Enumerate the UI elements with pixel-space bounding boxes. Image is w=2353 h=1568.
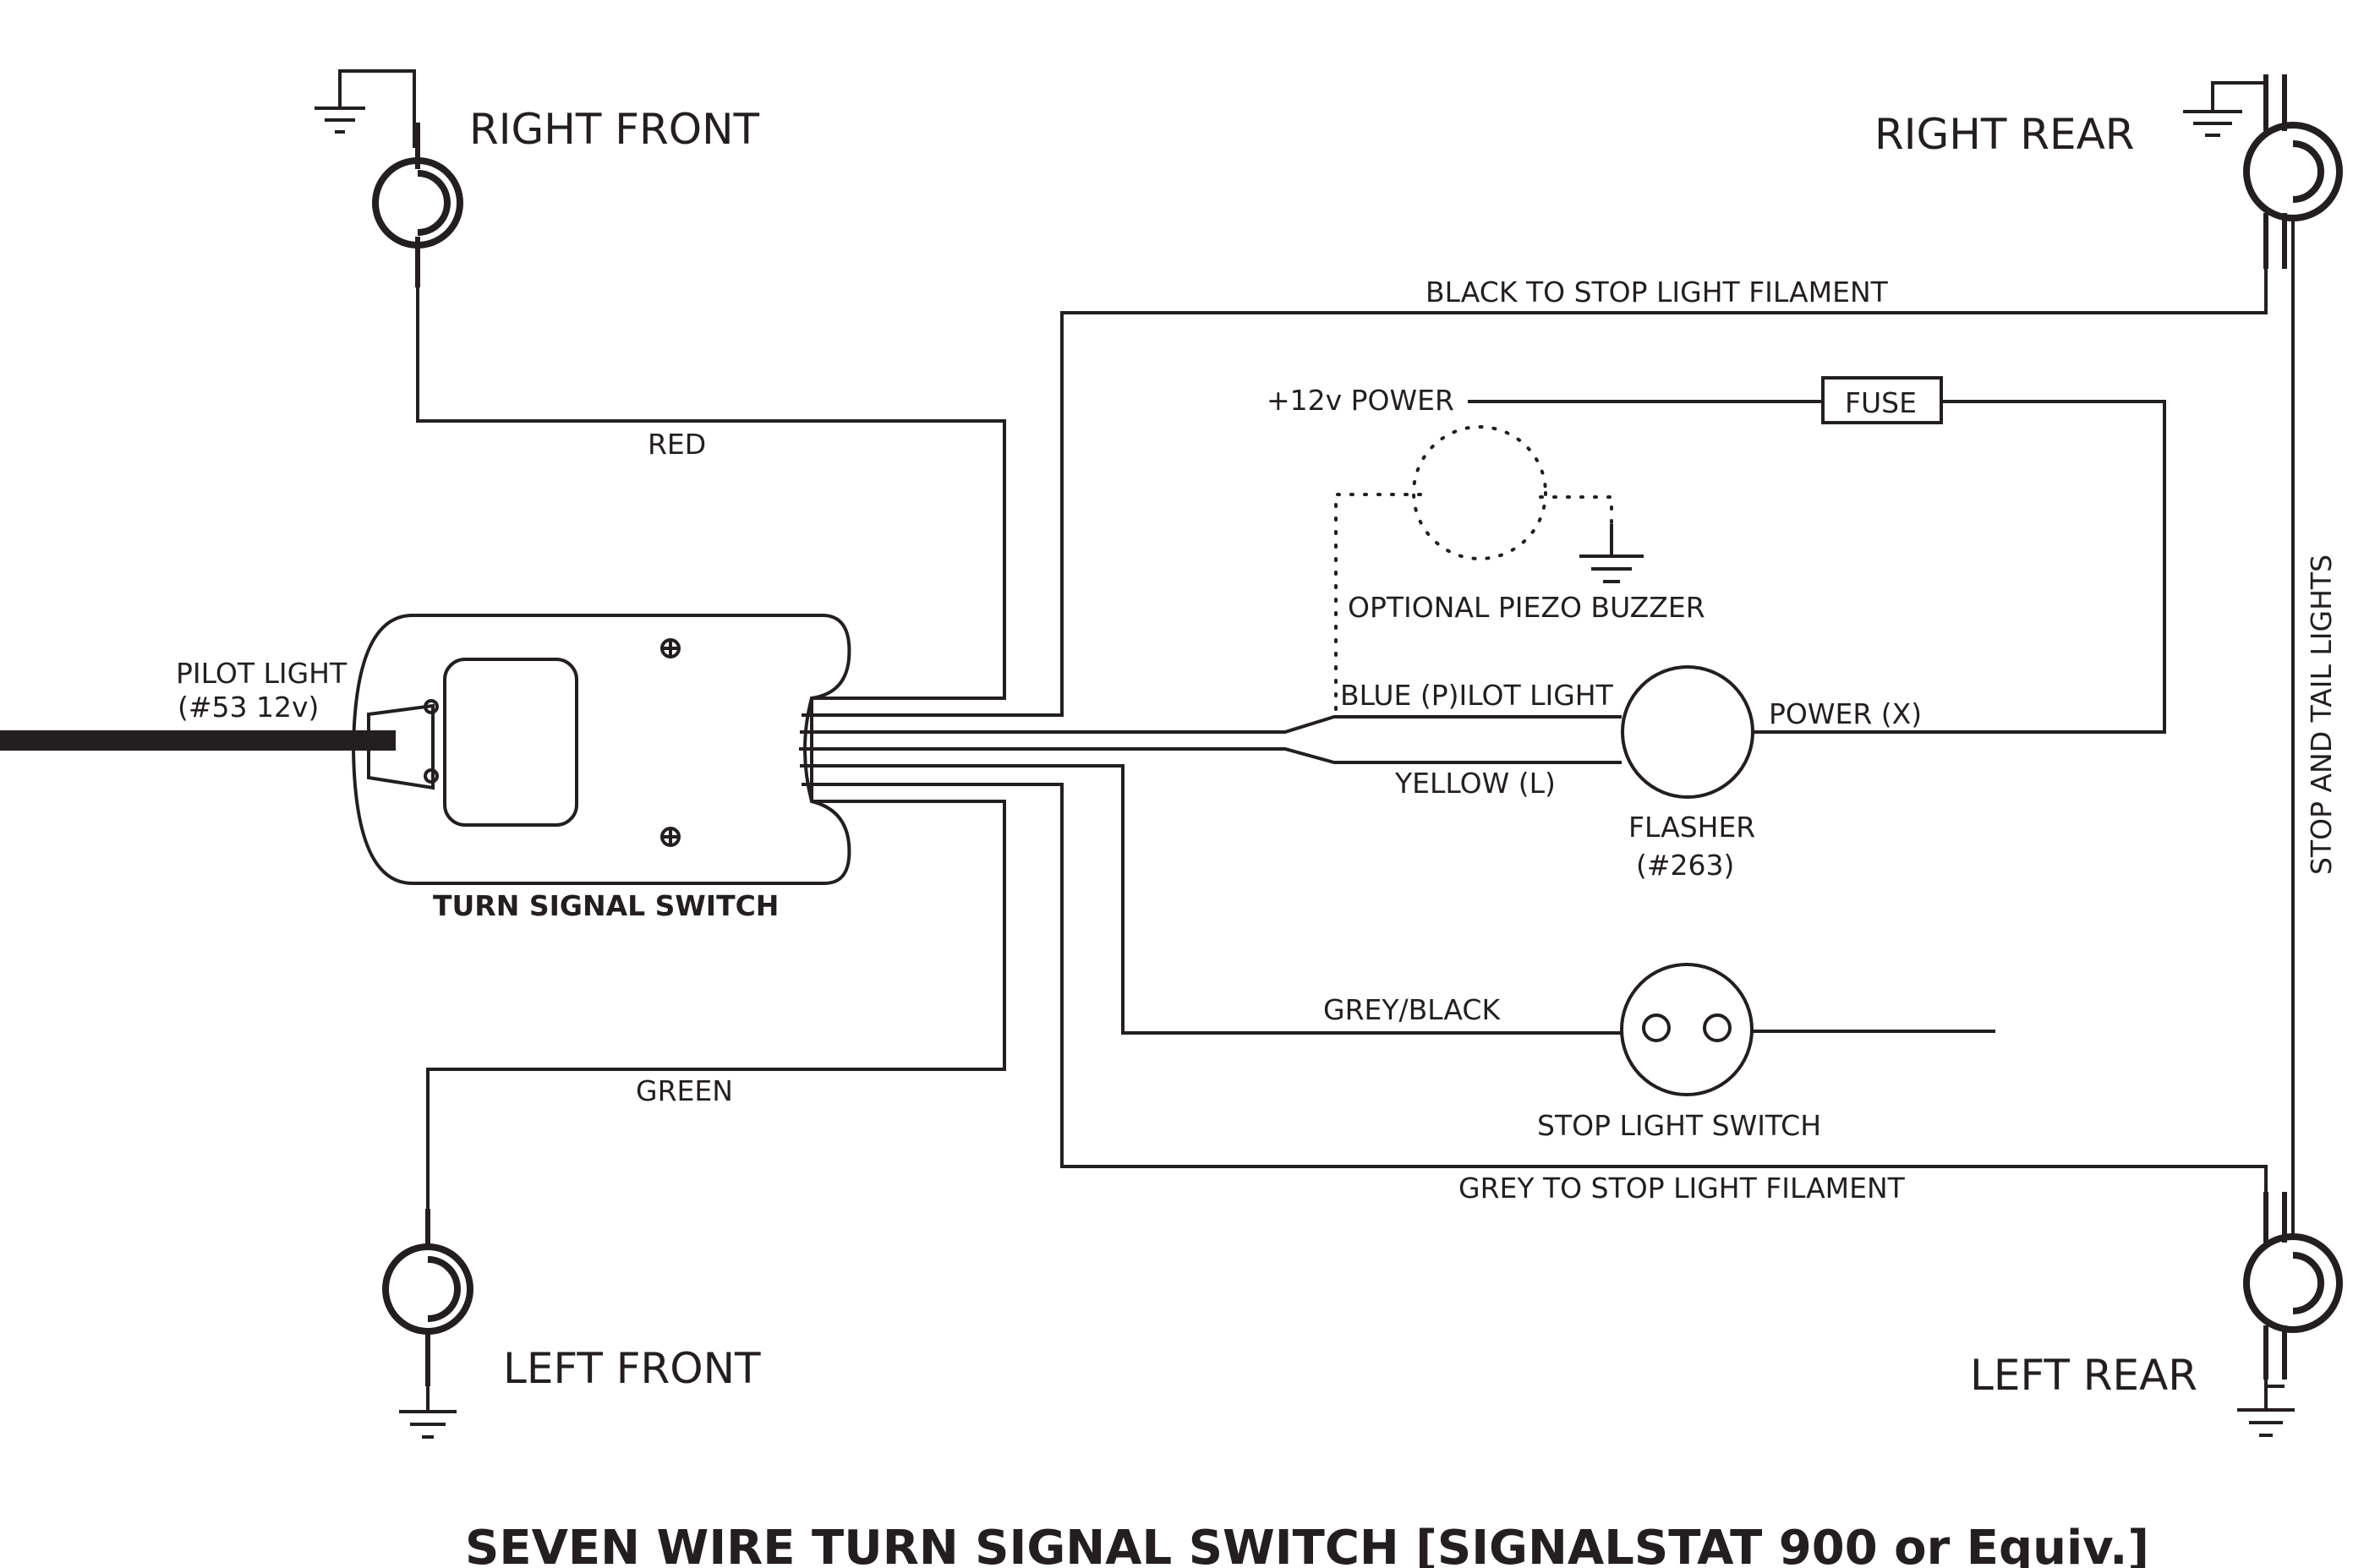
yellow-wire	[812, 747, 1622, 764]
red-label: RED	[648, 428, 706, 461]
ground-icon	[2237, 1380, 2295, 1437]
flasher	[1621, 665, 1754, 799]
flasher-label: FLASHER	[1628, 811, 1755, 844]
grey-label: GREY TO STOP LIGHT FILAMENT	[1458, 1172, 1906, 1205]
diagram-title: SEVEN WIRE TURN SIGNAL SWITCH [SIGNALSTA…	[465, 1521, 2149, 1568]
left-rear-label: LEFT REAR	[1970, 1351, 2197, 1400]
black-wire	[812, 269, 2268, 717]
stop-light-switch	[1620, 963, 1754, 1096]
right-front-lamp	[315, 69, 463, 287]
flasher-part-label: (#263)	[1636, 849, 1734, 882]
right-rear-label: RIGHT REAR	[1874, 110, 2135, 159]
steering-column	[0, 730, 396, 751]
power-x-wire	[1752, 400, 2166, 734]
buzzer-label: OPTIONAL PIEZO BUZZER	[1348, 591, 1705, 624]
stop-switch-label: STOP LIGHT SWITCH	[1537, 1109, 1821, 1142]
screw-icon	[660, 638, 681, 658]
piezo-buzzer	[1334, 425, 1644, 712]
fuse	[1821, 376, 1943, 424]
screw-icon	[660, 827, 681, 847]
fuse-label: FUSE	[1845, 386, 1917, 419]
stop-tail-label: STOP AND TAIL LIGHTS	[2305, 555, 2338, 875]
ground-icon	[315, 69, 416, 148]
right-rear-lamp	[2183, 74, 2343, 269]
right-front-label: RIGHT FRONT	[469, 105, 760, 154]
left-rear-lamp	[2237, 1192, 2343, 1437]
black-label: BLACK TO STOP LIGHT FILAMENT	[1425, 276, 1889, 309]
grey-black-label: GREY/BLACK	[1323, 993, 1501, 1026]
pilot-light-label: PILOT LIGHT	[176, 657, 347, 690]
left-front-label: LEFT FRONT	[503, 1344, 761, 1393]
blue-wire	[812, 715, 1622, 734]
blue-label: BLUE (P)ILOT LIGHT	[1340, 679, 1614, 712]
ground-icon	[2183, 81, 2266, 137]
grey-wire	[812, 783, 2268, 1192]
yellow-label: YELLOW (L)	[1394, 767, 1556, 800]
power-x-label: POWER (X)	[1769, 697, 1922, 730]
turn-switch-label: TURN SIGNAL SWITCH	[433, 889, 779, 922]
green-wire	[426, 800, 1006, 1209]
turn-signal-switch	[351, 614, 851, 885]
ground-icon	[399, 1386, 457, 1439]
pilot-part-label: (#53 12v)	[178, 691, 319, 724]
left-front-lamp	[382, 1209, 473, 1439]
red-wire	[416, 287, 1006, 700]
grey-black-wire	[812, 764, 1622, 1035]
ground-icon	[1579, 524, 1644, 583]
green-label: GREEN	[636, 1074, 733, 1107]
power-label: +12v POWER	[1267, 384, 1454, 417]
